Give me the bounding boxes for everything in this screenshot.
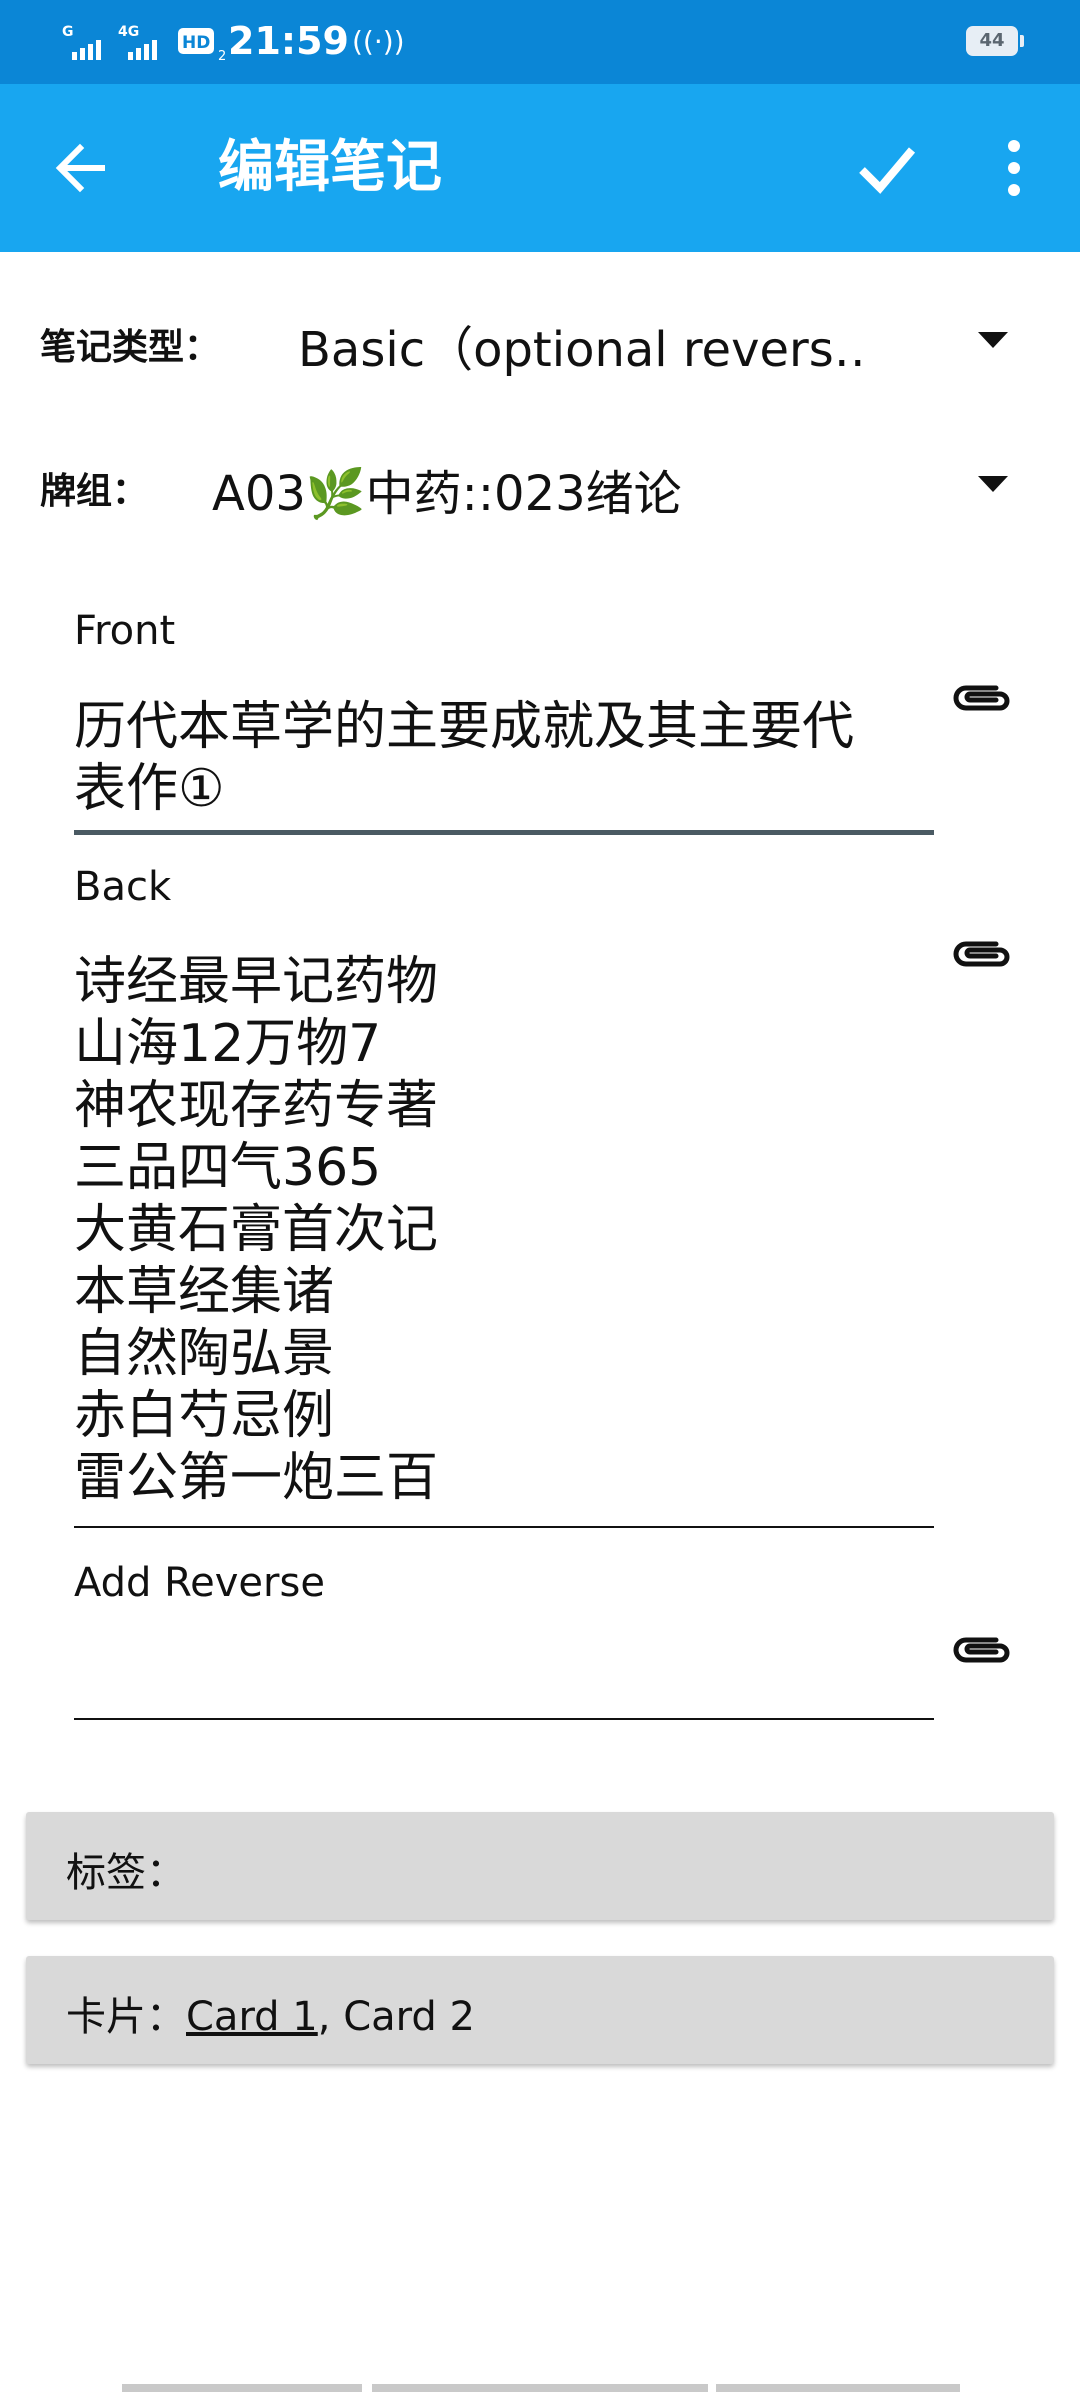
cards-text: 卡片：Card 1, Card 2 [66, 1984, 475, 2042]
note-type-label: 笔记类型： [40, 327, 221, 368]
hotspot-icon: ((·)) [352, 25, 405, 58]
back-field-underline [74, 1526, 934, 1528]
front-field-label: Front [74, 608, 176, 654]
add-reverse-field[interactable] [74, 1620, 934, 1714]
hd-sub-label: 2 [218, 49, 226, 62]
front-line: 表作① [74, 759, 225, 819]
card-2-label: Card 2 [343, 1994, 475, 2040]
add-reverse-field-underline [74, 1718, 934, 1720]
nav-indicator-center [372, 2384, 708, 2392]
back-line: 诗经最早记药物 [74, 952, 439, 1012]
back-line: 自然陶弘景 [74, 1324, 335, 1384]
back-field[interactable]: 诗经最早记药物 山海12万物7 神农现存药专著 三品四气365 大黄石膏首次记 … [74, 951, 934, 1509]
battery-icon: 44 [966, 26, 1024, 56]
status-bar: G 4G HD 2 21:59 ((·)) 44 [0, 0, 1080, 84]
front-line: 历代本草学的主要成就及其主要代 [74, 697, 855, 757]
note-type-select[interactable]: Basic（optional revers‥ [298, 322, 866, 378]
back-line: 赤白芍忌例 [74, 1386, 335, 1446]
deck-label: 牌组： [40, 471, 149, 512]
back-line: 大黄石膏首次记 [74, 1200, 439, 1260]
back-line: 山海12万物7 [74, 1014, 382, 1074]
status-time: 21:59 [228, 19, 349, 63]
page-title: 编辑笔记 [218, 135, 442, 200]
back-field-label: Back [74, 864, 172, 910]
card-1-link[interactable]: Card 1 [186, 1994, 318, 2040]
deck-dropdown-icon[interactable] [978, 476, 1008, 492]
more-vert-icon[interactable] [980, 124, 1044, 212]
paperclip-icon[interactable] [950, 676, 1014, 716]
back-line: 三品四气365 [74, 1138, 382, 1198]
tags-button[interactable]: 标签： [26, 1812, 1054, 1920]
tags-label: 标签： [66, 1850, 186, 1896]
back-line: 神农现存药专著 [74, 1076, 439, 1136]
front-field-underline [74, 830, 934, 835]
arrow-left-icon[interactable] [40, 124, 128, 212]
hd-label: HD [182, 33, 210, 53]
signal-2-label: 4G [118, 24, 139, 40]
app-bar: 编辑笔记 [0, 84, 1080, 252]
cards-button[interactable]: 卡片：Card 1, Card 2 [26, 1956, 1054, 2064]
check-icon[interactable] [842, 124, 930, 212]
add-reverse-field-label: Add Reverse [74, 1560, 325, 1606]
back-line: 雷公第一炮三百 [74, 1448, 439, 1508]
paperclip-icon[interactable] [950, 1628, 1014, 1668]
deck-select[interactable]: A03🌿中药::023绪论 [212, 466, 682, 522]
front-field[interactable]: 历代本草学的主要成就及其主要代 表作① [74, 696, 934, 820]
nav-indicator-right [716, 2384, 960, 2392]
cards-label: 卡片： [66, 1994, 186, 2040]
battery-level: 44 [979, 30, 1005, 51]
note-type-dropdown-icon[interactable] [978, 332, 1008, 348]
signal-icon: G 4G HD 2 [62, 24, 226, 62]
back-line: 本草经集诸 [74, 1262, 335, 1322]
paperclip-icon[interactable] [950, 932, 1014, 972]
signal-1-label: G [62, 24, 74, 40]
nav-indicator-left [122, 2384, 362, 2392]
cards-separator: , [317, 1994, 331, 2040]
